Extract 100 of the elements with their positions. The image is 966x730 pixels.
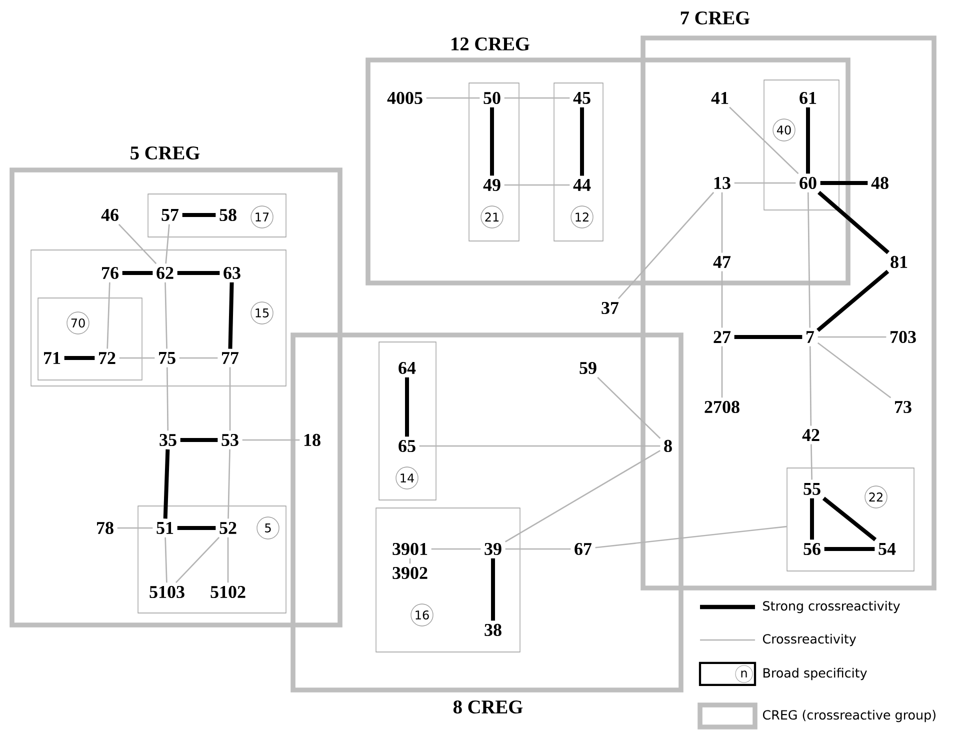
connector-line bbox=[822, 496, 877, 542]
number-label: 52 bbox=[220, 522, 236, 534]
connector-line bbox=[721, 192, 723, 253]
number-label: 45 bbox=[573, 92, 590, 104]
number-label: 5102 bbox=[210, 586, 246, 598]
number-label: 35 bbox=[160, 434, 176, 446]
connector-line bbox=[734, 182, 796, 184]
group-title: 8 CREG bbox=[453, 700, 523, 714]
connector-line bbox=[505, 450, 661, 542]
connector-line bbox=[419, 445, 660, 447]
number-label: 76 bbox=[102, 266, 118, 280]
number-label: 60 bbox=[800, 176, 816, 190]
circled-number: 70 bbox=[66, 312, 90, 334]
connector-line bbox=[228, 282, 234, 349]
legend-box-sample: n bbox=[698, 662, 756, 686]
connector-line bbox=[166, 367, 169, 431]
number-label: 62 bbox=[156, 266, 174, 280]
connector-line bbox=[721, 346, 723, 398]
number-label: 54 bbox=[878, 542, 896, 555]
connector-line bbox=[122, 271, 153, 275]
number-label: 18 bbox=[304, 434, 320, 446]
number-label: 49 bbox=[483, 178, 500, 192]
number-label: 41 bbox=[711, 92, 728, 104]
number-label: 2708 bbox=[704, 400, 740, 414]
number-label: 63 bbox=[224, 266, 240, 280]
number-label: 37 bbox=[602, 302, 619, 314]
connector-line bbox=[242, 439, 300, 441]
number-label: 77 bbox=[222, 352, 239, 364]
number-label: 75 bbox=[159, 352, 176, 364]
number-label: 3902 bbox=[392, 566, 428, 580]
connector-line bbox=[491, 558, 495, 621]
connector-line bbox=[820, 181, 868, 185]
number-label: 81 bbox=[890, 256, 908, 268]
circled-number: 16 bbox=[410, 604, 434, 626]
group-title: 7 CREG bbox=[680, 12, 750, 24]
number-label: 13 bbox=[714, 176, 730, 190]
number-label: 50 bbox=[484, 92, 500, 104]
connector-line bbox=[409, 558, 411, 564]
group-title: 5 CREG bbox=[130, 146, 200, 160]
number-label: 44 bbox=[573, 179, 591, 191]
number-label: 58 bbox=[220, 208, 236, 222]
connector-line bbox=[490, 107, 494, 176]
connector-line bbox=[179, 357, 218, 359]
number-label: 55 bbox=[804, 483, 820, 495]
number-label: 42 bbox=[802, 429, 820, 441]
number-label: 27 bbox=[714, 331, 731, 343]
connector-line bbox=[119, 357, 155, 359]
number-label: 8 bbox=[664, 440, 672, 452]
number-label: 5103 bbox=[150, 586, 184, 598]
legend-text: CREG (crossreactive group) bbox=[762, 710, 936, 722]
connector-line bbox=[729, 106, 799, 174]
connector-line bbox=[177, 526, 216, 530]
circled-number: 14 bbox=[396, 466, 418, 490]
connector-line bbox=[580, 107, 584, 176]
number-label: 48 bbox=[871, 176, 888, 190]
circled-number: 17 bbox=[250, 206, 274, 228]
connector-line bbox=[818, 190, 890, 254]
legend-text: Broad specificity bbox=[764, 668, 867, 680]
number-label: 39 bbox=[484, 542, 502, 556]
legend-text: Strong crossreactivity bbox=[763, 600, 900, 614]
connector-line bbox=[175, 536, 220, 584]
connector-line bbox=[180, 438, 218, 442]
connector-line bbox=[504, 97, 570, 99]
circled-number: 40 bbox=[772, 118, 796, 142]
number-label: 65 bbox=[398, 440, 416, 452]
number-label: 38 bbox=[484, 624, 502, 636]
number-label: 51 bbox=[156, 522, 174, 534]
number-label: 53 bbox=[222, 434, 238, 446]
connector-line bbox=[734, 335, 802, 339]
connector-line bbox=[431, 548, 481, 550]
number-label: 61 bbox=[800, 92, 816, 104]
connector-line bbox=[182, 212, 216, 217]
legend-text: Crossreactivity bbox=[762, 634, 856, 646]
connector-line bbox=[164, 282, 168, 349]
connector-line bbox=[405, 377, 409, 437]
number-label: 72 bbox=[99, 352, 116, 364]
connector-line bbox=[595, 526, 787, 548]
connector-line bbox=[64, 356, 95, 360]
number-label: 57 bbox=[162, 209, 179, 221]
connector-line bbox=[165, 224, 170, 264]
connector-line bbox=[164, 537, 168, 583]
circled-number: 15 bbox=[250, 302, 274, 324]
circled-number: 12 bbox=[570, 206, 594, 228]
group-title: 12 CREG bbox=[452, 38, 530, 50]
number-label: 46 bbox=[101, 208, 118, 222]
connector-line bbox=[426, 97, 480, 99]
number-label: 73 bbox=[895, 400, 912, 414]
number-label: 78 bbox=[97, 522, 114, 534]
connector-line bbox=[227, 537, 229, 583]
number-label: 59 bbox=[580, 362, 596, 374]
circled-number: 22 bbox=[864, 486, 888, 508]
connector-line bbox=[229, 367, 231, 431]
connector-line bbox=[809, 346, 812, 426]
connector-line bbox=[118, 224, 157, 264]
connector-line bbox=[228, 449, 230, 519]
number-label: 71 bbox=[44, 352, 60, 364]
connector-line bbox=[117, 527, 153, 529]
connector-line bbox=[824, 547, 875, 551]
connector-line bbox=[106, 282, 110, 349]
connector-line bbox=[721, 271, 723, 328]
